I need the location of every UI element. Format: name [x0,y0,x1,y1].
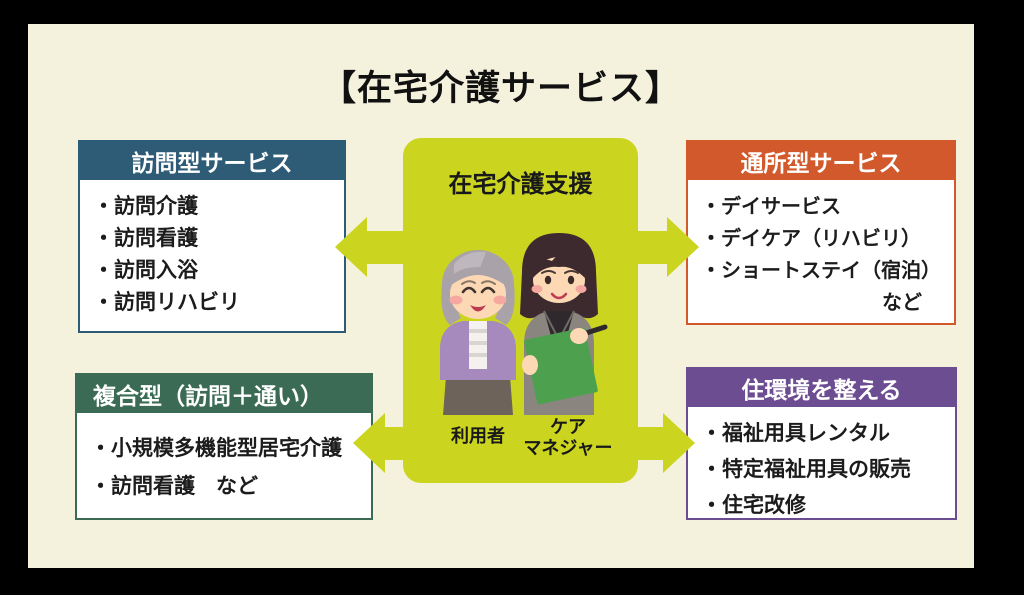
care-manager-figure [520,233,608,415]
day-service-box: 通所型サービス ・デイサービス ・デイケア（リハビリ） ・ショートステイ（宿泊）… [686,140,956,325]
list-item: ・訪問看護 [93,226,198,250]
list-item: ・特定福祉用具の販売 [701,457,911,481]
combined-service-list: ・小規模多機能型居宅介護 ・訪問看護 など [77,413,371,505]
elderly-user-figure [440,250,516,415]
list-item: ・訪問リハビリ [93,290,240,314]
visit-service-header: 訪問型サービス [80,142,344,180]
combined-service-header: 複合型（訪問＋通い） [77,375,371,413]
list-item: ・福祉用具レンタル [701,421,890,445]
day-service-list: ・デイサービス ・デイケア（リハビリ） ・ショートステイ（宿泊） など [688,180,954,318]
list-item: ・デイケア（リハビリ） [701,226,921,250]
visit-service-list: ・訪問介護 ・訪問看護 ・訪問入浴 ・訪問リハビリ [80,180,344,318]
list-item: ・訪問入浴 [93,258,198,282]
list-item: ・ショートステイ（宿泊） [701,258,941,282]
list-item: ・デイサービス [701,194,841,218]
care-manager-label: ケア マネジャー [509,417,627,459]
environment-service-list: ・福祉用具レンタル ・特定福祉用具の販売 ・住宅改修 [688,407,955,523]
combined-service-box: 複合型（訪問＋通い） ・小規模多機能型居宅介護 ・訪問看護 など [75,373,373,520]
list-item: ・住宅改修 [701,493,806,517]
user-label: 利用者 [451,426,505,447]
list-item: ・小規模多機能型居宅介護 [90,436,342,460]
environment-service-header: 住環境を整える [688,369,955,407]
environment-service-box: 住環境を整える ・福祉用具レンタル ・特定福祉用具の販売 ・住宅改修 [686,367,957,520]
page-title: 【在宅介護サービス】 [320,69,681,109]
center-panel-title: 在宅介護支援 [448,170,593,198]
user-and-care-manager-illustration [440,233,608,415]
list-item-suffix: など [882,290,922,314]
care-manager-label-line2: マネジャー [523,438,613,459]
list-item: ・訪問看護 など [90,474,258,498]
care-manager-label-line1: ケア [550,417,586,438]
visit-service-box: 訪問型サービス ・訪問介護 ・訪問看護 ・訪問入浴 ・訪問リハビリ [78,140,346,333]
list-item: ・訪問介護 [93,194,198,218]
day-service-header: 通所型サービス [688,142,954,180]
home-care-support-panel: 在宅介護支援 [403,138,638,483]
